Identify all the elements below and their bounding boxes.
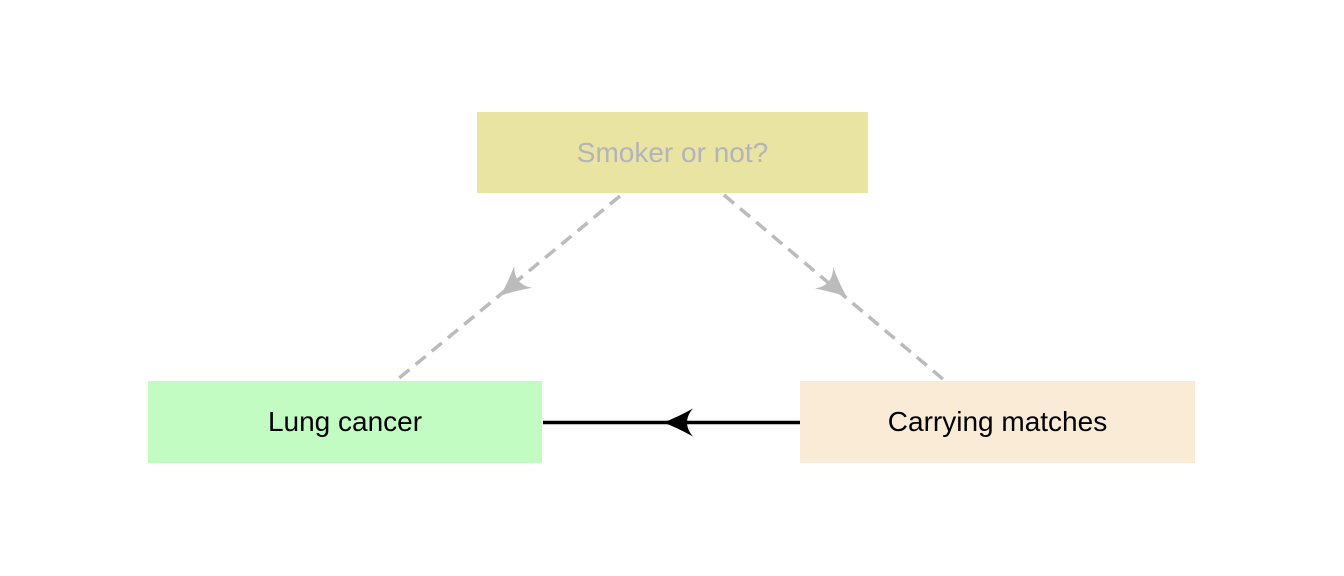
edge-smoker-to-carrying-matches [722,193,946,382]
node-lung-cancer: Lung cancer [148,381,542,463]
edge-smoker-to-carrying-matches-line [722,193,946,382]
node-lung-cancer-label: Lung cancer [267,406,423,437]
node-smoker-or-not-label: Smoker or not? [576,136,769,168]
arrowhead-smoker-to-carrying-matches [815,266,847,297]
arrowhead-carrying-matches-to-lung-cancer [663,408,693,437]
node-carrying-matches: Carrying matches [800,381,1195,463]
edge-carrying-matches-to-lung-cancer [543,408,800,437]
node-carrying-matches-label: Carrying matches [887,406,1108,437]
edge-smoker-to-lung-cancer-line [396,194,622,381]
edge-smoker-to-lung-cancer [396,194,622,381]
node-smoker-or-not: Smoker or not? [477,112,868,193]
arrowhead-smoker-to-lung-cancer [500,266,533,296]
